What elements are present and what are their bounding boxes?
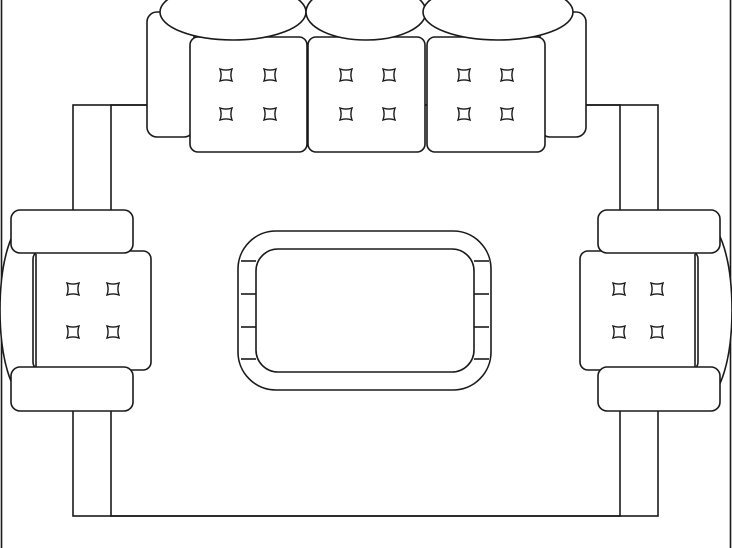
tuft-mark [262, 106, 278, 122]
tuft-mark [218, 67, 234, 83]
three-seat-sofa [146, 0, 587, 153]
right-armchair-tufts [611, 281, 665, 340]
tuft-mark [65, 281, 81, 297]
tuft-mark [456, 67, 472, 83]
tuft-mark [262, 67, 278, 83]
left-armchair-arm-bottom [10, 366, 134, 412]
right-armchair [579, 209, 732, 412]
tuft-mark [65, 324, 81, 340]
tuft-mark [105, 281, 121, 297]
sofa-cushion-left [189, 36, 308, 153]
sofa-cushion-right [426, 36, 546, 153]
left-armchair-arm-top [10, 209, 134, 254]
tuft-mark [338, 106, 354, 122]
sofa-pillow-middle [305, 0, 427, 41]
left-armchair-seat [32, 250, 152, 371]
tuft-mark [381, 67, 397, 83]
tuft-mark [611, 324, 627, 340]
sofa-back-pillows [159, 0, 574, 41]
sofa-pillow-right [422, 0, 574, 41]
tuft-mark [338, 67, 354, 83]
sofa-cushions [189, 36, 546, 153]
tuft-mark [649, 324, 665, 340]
tuft-mark [218, 106, 234, 122]
right-armchair-arm-top [597, 209, 721, 254]
left-armchair-tufts [65, 281, 121, 340]
tuft-mark [381, 106, 397, 122]
left-armchair [0, 209, 152, 412]
coffee-table [237, 230, 492, 391]
right-armchair-seat [579, 250, 699, 371]
tuft-mark [649, 281, 665, 297]
tuft-mark [456, 106, 472, 122]
sofa-cushion-middle [307, 36, 426, 153]
tuft-mark [105, 324, 121, 340]
coffee-table-top [255, 248, 475, 373]
tuft-mark [499, 67, 515, 83]
right-armchair-arm-bottom [597, 366, 721, 412]
tuft-mark [499, 106, 515, 122]
sofa-tufts [218, 67, 515, 122]
tuft-mark [611, 281, 627, 297]
